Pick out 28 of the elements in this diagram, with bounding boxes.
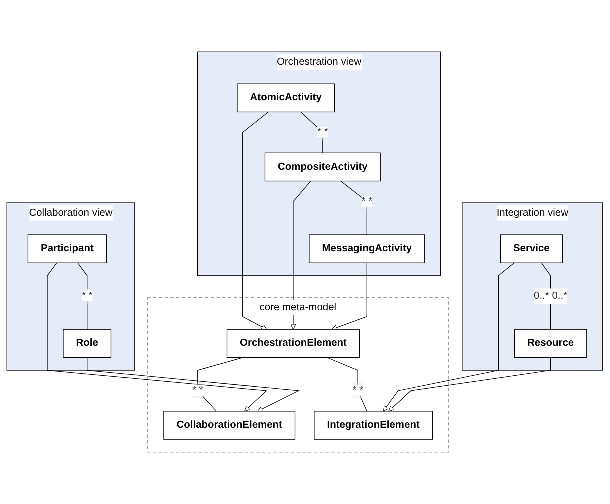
node-box: OrchestrationElement [226,329,360,358]
connector [340,180,368,236]
node-box: Resource [514,329,588,358]
arrow [87,357,300,412]
node-box: IntegrationElement [314,410,433,440]
edge-label: * * [362,196,373,207]
node-box: Service [500,234,563,264]
edge-label: * * [318,126,328,138]
node-box: Participant [28,234,107,264]
edge-label: * * [192,384,204,396]
arrow [47,262,268,412]
node-box: AtomicActivity [237,84,335,112]
connector [78,262,88,330]
node-box: Role [63,329,112,358]
arrow [388,357,552,412]
arrow [290,180,312,330]
node-box: CompositeActivity [264,152,381,182]
arrow [242,112,269,330]
arrow [383,262,515,412]
connector [300,112,324,154]
connector [326,357,368,412]
node-box: CollaborationElement [164,410,296,440]
edge-label: * * [82,290,93,302]
connector [198,357,244,412]
edge-label: * * [352,384,364,396]
node-box: MessagingActivity [309,234,426,264]
edge-label: 0..* 0..* [534,290,568,302]
arrow [332,262,368,330]
